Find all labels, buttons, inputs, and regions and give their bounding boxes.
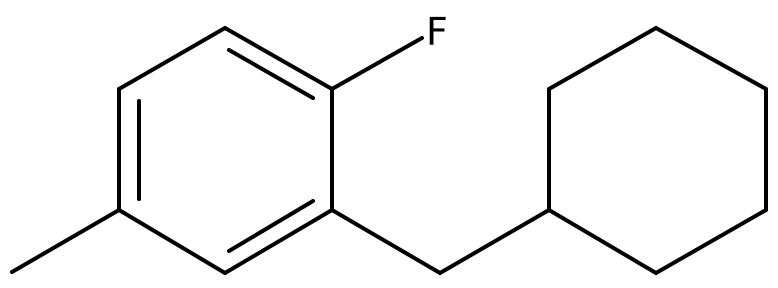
ring-bond-6 — [117, 26, 227, 91]
fluorine-label: F — [426, 10, 448, 54]
cyclohexane-bond-2 — [547, 26, 658, 91]
cyclohexane-ring — [547, 26, 768, 275]
ring-bond-1 — [223, 26, 334, 91]
cyclohexane-bond-5 — [654, 208, 768, 275]
methylene-bond-2 — [438, 208, 551, 275]
methylene-bond-1 — [330, 208, 442, 275]
benzene-ring — [117, 26, 334, 275]
aromatic-inner-bond-1 — [227, 48, 315, 100]
cyclohexane-bond-6 — [547, 208, 658, 275]
cyclohexane-bond-3 — [654, 26, 768, 91]
ring-bond-3 — [223, 208, 334, 275]
ring-bond-4 — [117, 208, 227, 275]
aromatic-inner-bond-2 — [227, 199, 315, 253]
methyl-bond — [10, 208, 121, 274]
fluoro-bond — [330, 36, 424, 91]
